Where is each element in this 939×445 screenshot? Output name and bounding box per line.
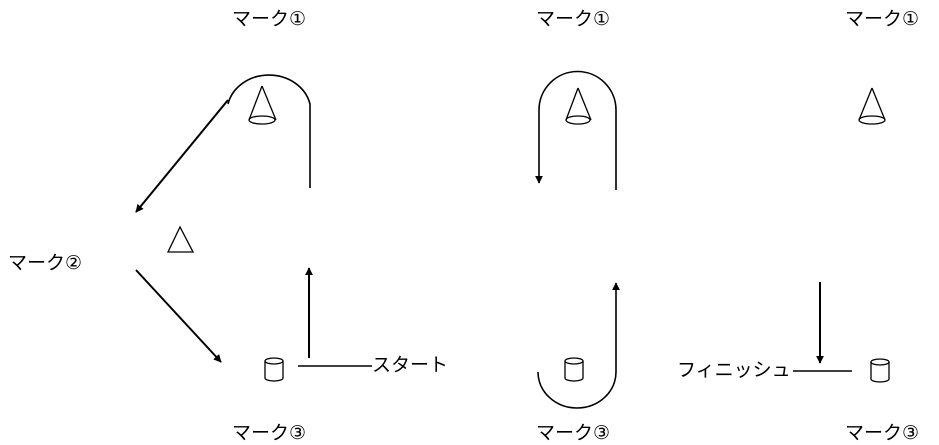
left-arrow-to-mark2: [135, 99, 229, 213]
cone-icon: [858, 87, 886, 125]
mark3-label-left: マーク③: [232, 422, 307, 444]
cone-icon: [565, 87, 592, 125]
mark2-label: マーク②: [8, 252, 83, 274]
mark1-label-left: マーク①: [232, 8, 307, 30]
cylinder-icon: [870, 358, 890, 383]
left-arrow-to-mark3: [135, 269, 222, 363]
start-label: スタート: [372, 354, 449, 376]
middle-loop-path: [535, 70, 617, 190]
cylinder-icon: [264, 357, 284, 382]
left-loop-path: [227, 74, 311, 188]
middle-bottom-loop: [537, 282, 620, 409]
mark1-label-right: マーク①: [845, 8, 920, 30]
right-course: [793, 282, 852, 372]
cylinder-icon: [564, 357, 584, 382]
finish-label: フィニッシュ: [677, 359, 791, 381]
mark3-label-middle: マーク③: [536, 422, 611, 444]
left-course: [135, 74, 372, 367]
triangle-icon: [166, 225, 195, 253]
mark1-label-middle: マーク①: [536, 8, 611, 30]
cone-icon: [248, 85, 277, 125]
middle-course: [535, 70, 620, 409]
mark3-label-right: マーク③: [845, 422, 920, 444]
